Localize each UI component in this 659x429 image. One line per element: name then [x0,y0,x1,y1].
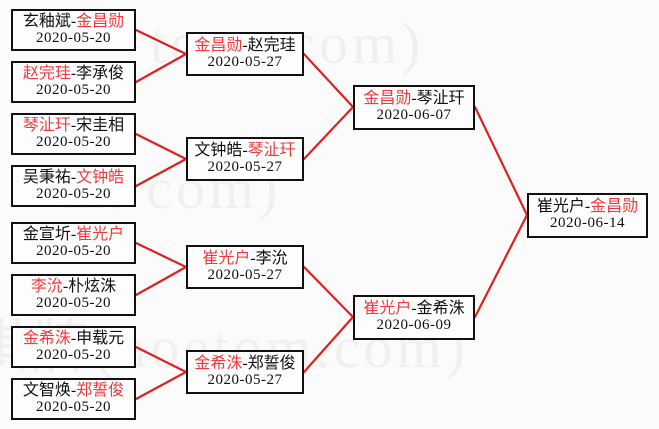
match-players: 玄釉斌-金昌勋 [22,12,125,31]
match-players: 崔光户-金昌勋 [536,198,639,216]
player-left: 李沇 [30,277,63,295]
vs-dash: - [70,329,77,347]
vs-dash: - [70,64,77,82]
match-box[interactable]: 李沇-朴炫洙 2020-05-20 [11,274,136,316]
player-right: 宋圭相 [76,116,125,134]
match-date: 2020-05-20 [36,346,111,363]
match-date: 2020-06-14 [550,215,625,232]
match-players: 李沇-朴炫洙 [30,277,117,296]
player-right: 朴炫洙 [68,277,117,295]
player-left: 崔光户 [363,300,412,318]
player-right: 郑誓俊 [76,381,125,399]
match-box[interactable]: 琴沚玕-宋圭相 2020-05-20 [11,113,136,155]
player-right: 李承俊 [76,64,125,82]
match-date: 2020-05-20 [36,294,111,311]
match-box[interactable]: 金希洙-郑誓俊 2020-05-27 [186,350,304,394]
player-right: 郑誓俊 [247,354,296,372]
player-right: 琴沚玕 [416,90,465,108]
match-box[interactable]: 金宣圻-崔光户 2020-05-20 [11,222,136,264]
player-right: 文钟皓 [76,168,125,186]
match-players: 金希洙-申载元 [22,329,125,348]
match-players: 文钟皓-琴沚玕 [194,141,296,160]
match-date: 2020-05-20 [36,242,111,259]
player-left: 金希洙 [194,354,243,372]
match-players: 金昌勋-赵完珪 [194,36,296,55]
match-date: 2020-05-27 [207,158,283,175]
player-left: 琴沚玕 [22,116,71,134]
match-box[interactable]: 金希洙-申载元 2020-05-20 [11,326,136,368]
player-left: 玄釉斌 [22,12,71,30]
player-right: 李沇 [255,249,288,267]
player-left: 金昌勋 [194,36,243,54]
vs-dash: - [250,249,256,267]
match-players: 金希洙-郑誓俊 [194,354,296,373]
vs-dash: - [242,36,248,54]
match-date: 2020-05-20 [36,81,111,98]
final-match-box[interactable]: 崔光户-金昌勋 2020-06-14 [527,193,648,238]
player-left: 赵完珪 [22,64,71,82]
player-right: 赵完珪 [247,36,296,54]
match-date: 2020-05-20 [36,133,111,150]
player-left: 崔光户 [536,198,585,216]
vs-dash: - [70,381,77,399]
match-box[interactable]: 吴秉祐-文钟皓 2020-05-20 [11,165,136,207]
player-left: 吴秉祐 [22,168,71,186]
match-players: 崔光户-金希洙 [363,300,465,318]
player-left: 金希洙 [22,329,71,347]
vs-dash: - [70,168,77,186]
match-date: 2020-05-20 [36,29,111,46]
player-left: 文钟皓 [194,141,243,159]
match-players: 文智焕-郑誓俊 [22,381,125,400]
player-right: 琴沚玕 [247,141,296,159]
match-box[interactable]: 崔光户-金希洙 2020-06-09 [353,295,475,340]
vs-dash: - [411,300,417,318]
match-date: 2020-06-09 [376,317,452,334]
match-players: 金宣圻-崔光户 [22,225,125,244]
match-box[interactable]: 崔光户-李沇 2020-05-27 [186,245,304,289]
player-left: 文智焕 [22,381,71,399]
vs-dash: - [242,354,248,372]
vs-dash: - [242,141,248,159]
match-players: 吴秉祐-文钟皓 [22,168,125,187]
vs-dash: - [70,225,77,243]
match-players: 金昌勋-琴沚玕 [363,90,465,108]
vs-dash: - [70,116,77,134]
player-right: 金昌勋 [590,198,639,216]
vs-dash: - [411,90,417,108]
match-players: 崔光户-李沇 [202,249,288,268]
match-date: 2020-05-27 [207,53,283,70]
player-left: 金昌勋 [363,90,412,108]
player-left: 崔光户 [202,249,251,267]
match-box[interactable]: 金昌勋-琴沚玕 2020-06-07 [353,85,475,130]
player-right: 金希洙 [416,300,465,318]
vs-dash: - [584,198,591,216]
player-right: 金昌勋 [76,12,125,30]
match-date: 2020-06-07 [376,107,452,124]
player-left: 金宣圻 [22,225,71,243]
match-box[interactable]: 文钟皓-琴沚玕 2020-05-27 [186,137,304,181]
match-date: 2020-05-27 [207,266,283,283]
match-box[interactable]: 金昌勋-赵完珪 2020-05-27 [186,32,304,76]
match-players: 赵完珪-李承俊 [22,64,125,83]
match-date: 2020-05-27 [207,371,283,388]
match-box[interactable]: 赵完珪-李承俊 2020-05-20 [11,61,136,103]
player-right: 申载元 [76,329,125,347]
match-box[interactable]: 玄釉斌-金昌勋 2020-05-20 [11,9,136,51]
match-box[interactable]: 文智焕-郑誓俊 2020-05-20 [11,378,136,420]
match-date: 2020-05-20 [36,185,111,202]
vs-dash: - [70,12,77,30]
vs-dash: - [62,277,69,295]
match-date: 2020-05-20 [36,398,111,415]
player-right: 崔光户 [76,225,125,243]
match-players: 琴沚玕-宋圭相 [22,116,125,135]
